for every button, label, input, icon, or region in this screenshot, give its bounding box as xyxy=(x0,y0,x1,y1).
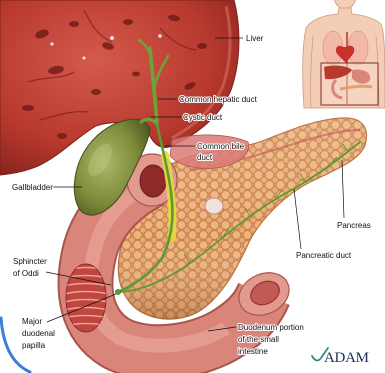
logo-text: ADAM xyxy=(324,350,369,366)
liver-vessel-spot xyxy=(91,89,101,95)
label-common-bile-duct-line1: Common bile xyxy=(197,142,245,151)
label-duodenum-line2: of the small xyxy=(238,335,279,344)
liver-vessel-spot xyxy=(69,21,79,27)
liver-cut-vessel xyxy=(83,57,86,60)
label-sphincter-of-oddi-line1: Sphincter xyxy=(13,257,47,266)
duodenal-bulb-lumen xyxy=(140,165,166,197)
label-liver: Liver xyxy=(246,34,264,43)
liver-cut-vessel xyxy=(50,42,53,45)
major-duodenal-papilla xyxy=(115,289,120,294)
label-duodenum-line1: Duodenum portion xyxy=(238,323,304,332)
liver-vessel-spot xyxy=(123,19,133,25)
label-major-duodenal-papilla-line3: papilla xyxy=(22,341,46,350)
label-common-bile-duct-line2: duct xyxy=(197,153,213,162)
label-duodenum-line3: intestine xyxy=(238,347,268,356)
label-cystic-duct: Cystic duct xyxy=(183,113,223,122)
liver-cut-vessel xyxy=(158,34,162,38)
portal-vein-cut xyxy=(205,198,223,214)
label-pancreas: Pancreas xyxy=(337,221,371,230)
liver-vessel-spot xyxy=(197,43,207,49)
label-common-hepatic-duct: Common hepatic duct xyxy=(179,95,258,104)
label-major-duodenal-papilla-line2: duodenal xyxy=(22,329,55,338)
liver-vessel-spot xyxy=(57,133,67,139)
label-sphincter-of-oddi-line2: of Oddi xyxy=(13,269,39,278)
duodenum-opened-mucosa xyxy=(66,264,106,332)
label-pancreatic-duct: Pancreatic duct xyxy=(296,251,352,260)
label-gallbladder: Gallbladder xyxy=(12,183,53,192)
liver-vessel-spot xyxy=(22,105,34,111)
liver-cut-vessel xyxy=(110,36,114,40)
liver-vessel-spot xyxy=(132,72,140,77)
label-major-duodenal-papilla-line1: Major xyxy=(22,317,42,326)
